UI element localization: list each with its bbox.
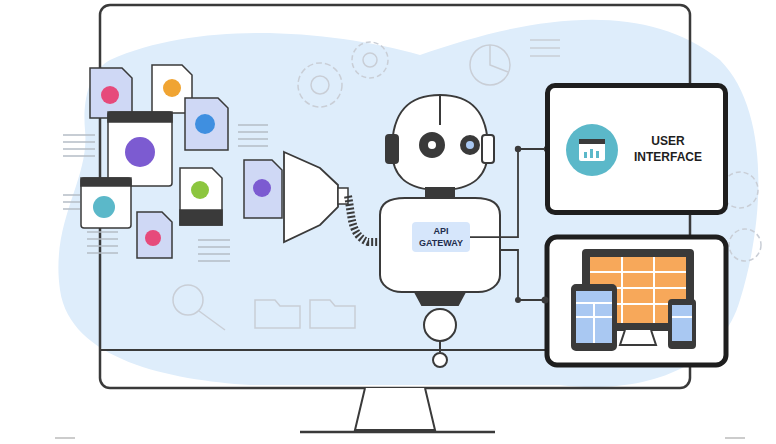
documents — [81, 65, 282, 258]
gateway-label: API GATEWAY — [412, 222, 470, 252]
funnel — [284, 152, 338, 242]
ui-icon — [564, 122, 620, 178]
gateway-text: API GATEWAY — [415, 225, 467, 249]
monitor-stand — [355, 388, 435, 430]
panel-title: USER INTERFACE — [622, 133, 714, 165]
connector-dot — [515, 146, 521, 152]
background-blob — [58, 20, 758, 387]
connector — [470, 149, 547, 237]
robot — [380, 95, 500, 367]
devices-icon — [572, 250, 695, 350]
devices-panel — [547, 237, 726, 365]
faint-gears — [173, 40, 761, 330]
monitor-base — [300, 431, 495, 434]
device-wire — [500, 250, 547, 300]
ui-panel: USER INTERFACE — [545, 83, 728, 215]
